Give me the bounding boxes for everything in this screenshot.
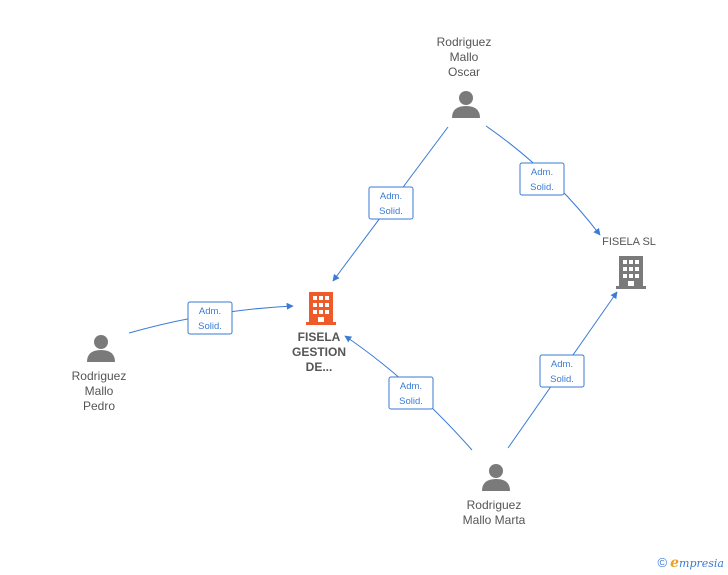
node-label-line1: Rodriguez [467,498,522,512]
edge-marta-to-fisela-gestion[interactable]: Adm. Solid. [344,335,473,451]
person-icon [452,91,480,118]
edge-label-line1: Adm. [531,167,553,178]
edge-pedro-to-fisela-gestion[interactable]: Adm. Solid. [128,301,294,335]
building-icon [616,256,646,289]
node-label-line3: Pedro [83,399,115,413]
empresia-brand[interactable]: ©empresia [658,555,724,571]
node-person-pedro[interactable]: Rodriguez Mallo Pedro [72,335,127,413]
building-icon [306,292,336,325]
node-company-fisela-gestion[interactable]: FISELA GESTION DE... [292,292,346,374]
edge-label-line1: Adm. [400,381,422,392]
edge-oscar-to-fisela-sl[interactable]: Adm. Solid. [485,125,601,236]
edge-label-line2: Solid. [530,182,554,193]
node-label-line2: Mallo Marta [463,513,526,527]
node-label-line1: Rodriguez [437,35,492,49]
node-label-line1: FISELA [298,330,341,344]
node-label-line3: DE... [306,360,333,374]
node-label-line1: Rodriguez [72,369,127,383]
node-label-line2: Mallo [85,384,114,398]
node-label-line3: Oscar [448,65,480,79]
person-icon [482,464,510,491]
node-person-marta[interactable]: Rodriguez Mallo Marta [463,464,526,527]
edge-label-line2: Solid. [550,374,574,385]
node-person-oscar[interactable]: Rodriguez Mallo Oscar [437,35,492,118]
copyright-symbol: © [657,555,668,570]
edge-label-line2: Solid. [379,206,403,217]
edge-label-line1: Adm. [551,359,573,370]
empresia-logo-text: mpresia [679,557,724,570]
edge-label-line2: Solid. [399,396,423,407]
edge-label-line2: Solid. [198,321,222,332]
node-label-line1: FISELA SL [602,236,656,248]
node-label-line2: Mallo [450,50,479,64]
edge-marta-to-fisela-sl[interactable]: Adm. Solid. [507,291,618,449]
edge-label-line1: Adm. [199,306,221,317]
edge-label-line1: Adm. [380,191,402,202]
node-company-fisela-sl[interactable]: FISELA SL [602,236,656,289]
empresia-logo-initial: e [670,555,680,571]
person-icon [87,335,115,362]
edge-oscar-to-fisela-gestion[interactable]: Adm. Solid. [332,126,449,282]
node-label-line2: GESTION [292,345,346,359]
